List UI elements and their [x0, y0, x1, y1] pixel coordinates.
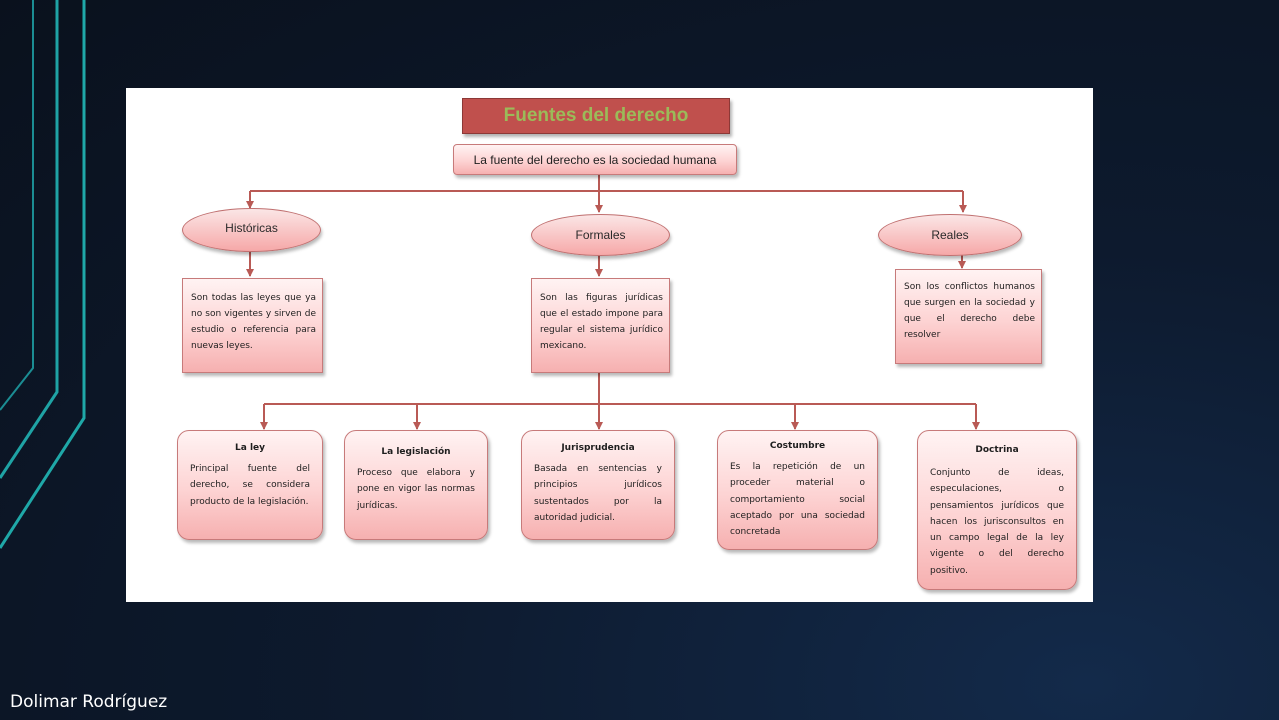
formal-source-description: Proceso que elabora y pone en vigor las … — [357, 468, 475, 511]
formal-source-title: Costumbre — [769, 441, 826, 451]
decorative-lines — [0, 0, 86, 549]
formal-source-description: Conjunto de ideas, especulaciones, o pen… — [930, 468, 1064, 576]
formal-source-title: La ley — [235, 443, 265, 453]
formal-source-description: Es la repetición de un proceder material… — [730, 462, 865, 538]
description-text: Son las figuras jurídicas que el estado … — [540, 293, 663, 351]
root-box: La fuente del derecho es la sociedad hum… — [453, 144, 737, 175]
root-text: La fuente del derecho es la sociedad hum… — [473, 152, 717, 167]
diagram-title-text: Fuentes del derecho — [503, 105, 689, 126]
diagram-title: Fuentes del derecho — [462, 98, 730, 134]
category-formales: Formales — [531, 214, 670, 256]
author-name: Dolimar Rodríguez — [10, 692, 168, 712]
formal-source-title: Jurisprudencia — [561, 443, 635, 453]
formal-source-la-ley: La ley Principal fuente del derecho, se … — [177, 430, 323, 540]
category-description-historicas: Son todas las leyes que ya no son vigent… — [182, 278, 323, 373]
category-reales: Reales — [878, 214, 1022, 256]
formal-source-description: Basada en sentencias y principios jurídi… — [534, 464, 662, 523]
formal-source-title: La legislación — [381, 447, 451, 457]
formal-source-jurisprudencia: Jurisprudencia Basada en sentencias y pr… — [521, 430, 675, 540]
formal-source-la-legislacion: La legislación Proceso que elabora y pon… — [344, 430, 488, 540]
category-description-formales: Son las figuras jurídicas que el estado … — [531, 278, 670, 373]
concept-map-slide: Fuentes del derecho La fuente del derech… — [126, 88, 1093, 602]
category-label: Formales — [575, 228, 626, 242]
description-text: Son los conflictos humanos que surgen en… — [904, 282, 1035, 340]
formal-source-description: Principal fuente del derecho, se conside… — [190, 464, 310, 507]
category-description-reales: Son los conflictos humanos que surgen en… — [895, 269, 1042, 364]
category-historicas: Históricas — [182, 208, 321, 252]
category-label: Históricas — [225, 221, 278, 235]
formal-source-title: Doctrina — [975, 445, 1019, 455]
connector-lines — [246, 175, 980, 430]
category-label: Reales — [931, 228, 969, 242]
formal-source-doctrina: Doctrina Conjunto de ideas, especulacion… — [917, 430, 1077, 590]
description-text: Son todas las leyes que ya no son vigent… — [191, 293, 316, 351]
formal-source-costumbre: Costumbre Es la repetición de un procede… — [717, 430, 878, 550]
